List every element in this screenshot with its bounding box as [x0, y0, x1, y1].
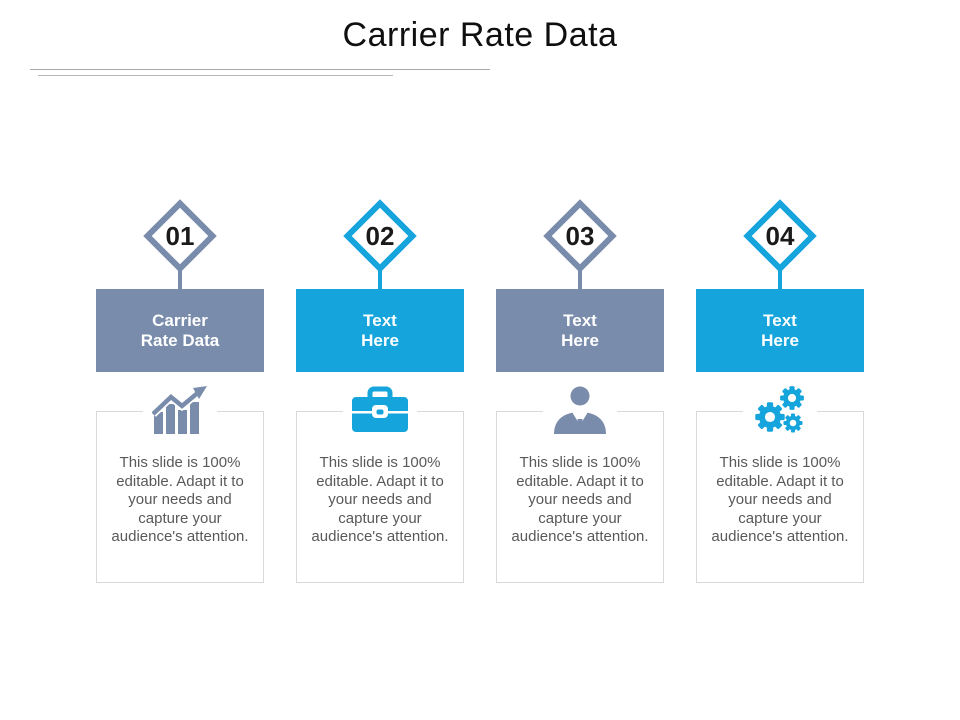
step-number: 02	[365, 221, 395, 251]
gears-icon	[743, 386, 817, 436]
step-number: 01	[165, 221, 195, 251]
description-text: This slide is 100% editable. Adapt it to…	[311, 454, 449, 545]
process-column-2: 02 Text Here This slide is 100% editable…	[296, 198, 464, 588]
process-column-1: 01 Carrier Rate Data This slide is 100% …	[96, 198, 264, 588]
header-box: Carrier Rate Data	[96, 289, 264, 372]
businessman-icon	[543, 386, 617, 434]
description-card: This slide is 100% editable. Adapt it to…	[496, 386, 664, 583]
header-box: Text Here	[296, 289, 464, 372]
description-text: This slide is 100% editable. Adapt it to…	[511, 454, 649, 545]
title-underline-secondary	[38, 75, 393, 76]
briefcase-icon	[343, 386, 417, 434]
header-box: Text Here	[496, 289, 664, 372]
process-column-4: 04 Text Here	[696, 198, 864, 588]
description-text: This slide is 100% editable. Adapt it to…	[111, 454, 249, 545]
page-title: Carrier Rate Data	[342, 16, 618, 54]
description-card: This slide is 100% editable. Adapt it to…	[96, 386, 264, 583]
title-underline-primary	[30, 69, 490, 70]
description-card: This slide is 100% editable. Adapt it to…	[696, 386, 864, 583]
step-number: 04	[765, 221, 795, 251]
connector-line	[178, 268, 182, 289]
connector-line	[378, 268, 382, 289]
connector-line	[778, 268, 782, 289]
process-column-3: 03 Text Here This slide is 100% editable…	[496, 198, 664, 588]
connector-line	[578, 268, 582, 289]
bar-chart-growth-icon	[143, 386, 217, 434]
description-text: This slide is 100% editable. Adapt it to…	[711, 454, 849, 545]
header-box: Text Here	[696, 289, 864, 372]
description-card: This slide is 100% editable. Adapt it to…	[296, 386, 464, 583]
step-number: 03	[565, 221, 595, 251]
